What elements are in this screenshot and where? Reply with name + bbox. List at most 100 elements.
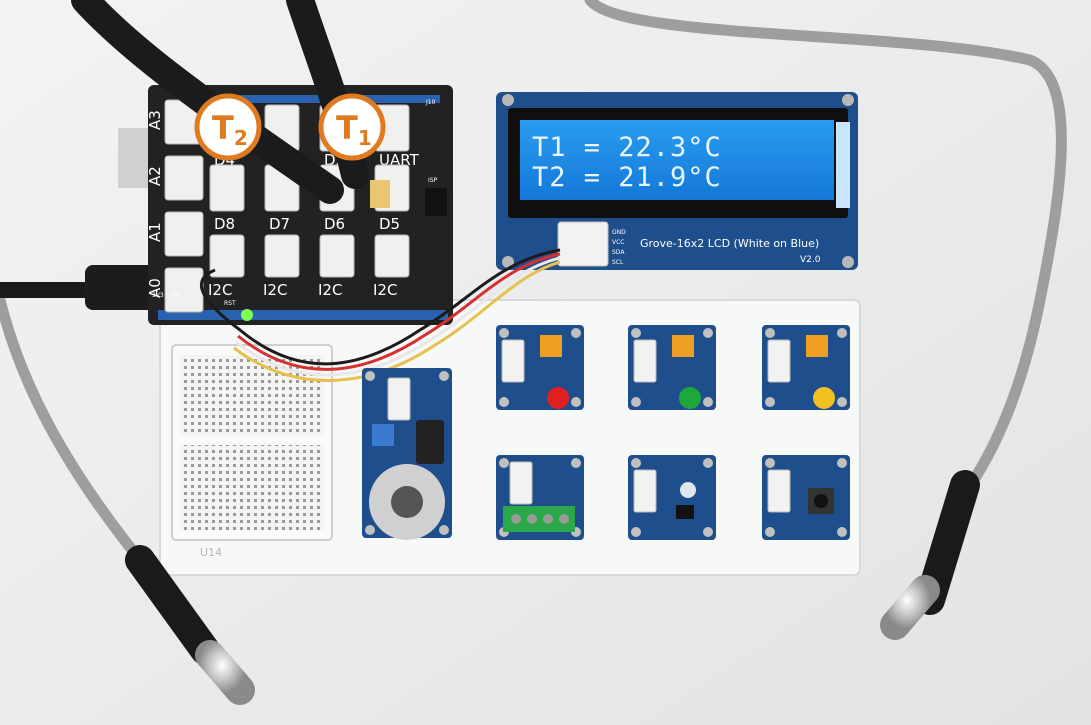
- i2c-port-label: I2C: [373, 281, 397, 299]
- breadboard: U14: [171, 344, 333, 559]
- light-sensor: [680, 482, 696, 498]
- potentiometer: [372, 424, 394, 446]
- module-screw: [631, 328, 641, 338]
- module-screw: [631, 397, 641, 407]
- lcd-screw: [842, 256, 854, 268]
- led-green: [679, 387, 701, 409]
- badge-t2-sub: 2: [234, 126, 248, 150]
- lcd-pin-sda: SDA: [612, 249, 625, 256]
- badge-t2: T2: [194, 93, 262, 161]
- module-screw: [765, 458, 775, 468]
- lcd-screw: [502, 94, 514, 106]
- analog-port-label: A2: [146, 166, 164, 186]
- grove-connector: [319, 234, 355, 278]
- temperature-probe-left: [125, 545, 255, 705]
- grove-connector: [164, 267, 204, 313]
- capacitor: [416, 420, 444, 464]
- grove-connector: [374, 234, 410, 278]
- power-led: [241, 309, 253, 321]
- led-red: [547, 387, 569, 409]
- module-screw: [631, 458, 641, 468]
- breadboard-label: U14: [200, 546, 222, 559]
- analog-port-label: A0: [146, 278, 164, 298]
- badge-t1-letter: T: [336, 109, 358, 147]
- lcd-pin-vcc: VCC: [612, 239, 624, 246]
- potentiometer: [540, 335, 562, 357]
- module-screw: [439, 371, 449, 381]
- grove-connector: [767, 339, 791, 383]
- lcd-screw: [502, 256, 514, 268]
- lcd-connector: [557, 221, 609, 267]
- module-screw: [765, 328, 775, 338]
- lcd-line-1: T1 = 22.3°C: [532, 132, 722, 163]
- lcd-pin-gnd: GND: [612, 229, 626, 236]
- digital-port-label: D7: [269, 215, 290, 233]
- grove-connector: [509, 461, 533, 505]
- module-screw: [703, 328, 713, 338]
- grove-connector: [164, 155, 204, 201]
- module-screw: [765, 397, 775, 407]
- module-screw: [703, 458, 713, 468]
- module-screw: [703, 527, 713, 537]
- chip: [676, 505, 694, 519]
- grove-connector: [633, 339, 657, 383]
- badge-t1-sub: 1: [358, 126, 372, 150]
- lcd-screw: [842, 94, 854, 106]
- analog-port-label: A3: [146, 110, 164, 130]
- module-screw: [571, 397, 581, 407]
- terminal-screw: [511, 514, 521, 524]
- grove-connector: [209, 234, 245, 278]
- module-screw: [765, 527, 775, 537]
- grove-connector: [164, 211, 204, 257]
- shield-silk-label: J10: [425, 99, 436, 106]
- potentiometer: [672, 335, 694, 357]
- module-screw: [837, 397, 847, 407]
- grey-cable-left: [0, 294, 146, 566]
- badge-t2-letter: T: [212, 109, 234, 147]
- lcd-version: V2.0: [800, 255, 821, 265]
- lcd-line-2: T2 = 21.9°C: [532, 162, 722, 193]
- module-screw: [837, 527, 847, 537]
- module-screw: [631, 527, 641, 537]
- grove-connector: [264, 234, 300, 278]
- ribbon-cable: [199, 248, 561, 382]
- grove-connector: [501, 339, 525, 383]
- isp-header: [425, 188, 447, 216]
- power-cable: [0, 265, 155, 310]
- terminal-screw: [559, 514, 569, 524]
- buzzer-center: [391, 486, 423, 518]
- grove-connector: [633, 469, 657, 513]
- module-screw: [499, 328, 509, 338]
- digital-port-label: D6: [324, 215, 345, 233]
- led-yellow: [813, 387, 835, 409]
- shield-silk-label: 5V: [172, 292, 181, 299]
- terminal-screw: [527, 514, 537, 524]
- module-screw: [365, 371, 375, 381]
- i2c-port-label: I2C: [263, 281, 287, 299]
- i2c-port-label: I2C: [208, 281, 232, 299]
- grey-cable-right: [584, 0, 1067, 506]
- shield-silk-label: RST: [224, 300, 236, 307]
- badge-t1: T1: [318, 93, 386, 161]
- lcd-module-label: Grove-16x2 LCD (White on Blue): [640, 237, 819, 250]
- digital-port-label: D8: [214, 215, 235, 233]
- push-button-cap: [814, 494, 828, 508]
- shield-silk-label: ISP: [428, 177, 438, 184]
- shield-silk-label: 3V3: [152, 292, 164, 299]
- module-screw: [703, 397, 713, 407]
- potentiometer: [806, 335, 828, 357]
- svg-text:T1: T1: [336, 109, 372, 150]
- analog-port-label: A1: [146, 222, 164, 242]
- module-screw: [499, 397, 509, 407]
- temperature-probe-right: [880, 470, 980, 640]
- grove-connector: [387, 377, 411, 421]
- module-screw: [837, 458, 847, 468]
- module-screw: [499, 458, 509, 468]
- module-screw: [571, 458, 581, 468]
- i2c-port-label: I2C: [318, 281, 342, 299]
- module-screw: [439, 525, 449, 535]
- grove-connector: [767, 469, 791, 513]
- terminal-screw: [543, 514, 553, 524]
- svg-text:T2: T2: [212, 109, 248, 150]
